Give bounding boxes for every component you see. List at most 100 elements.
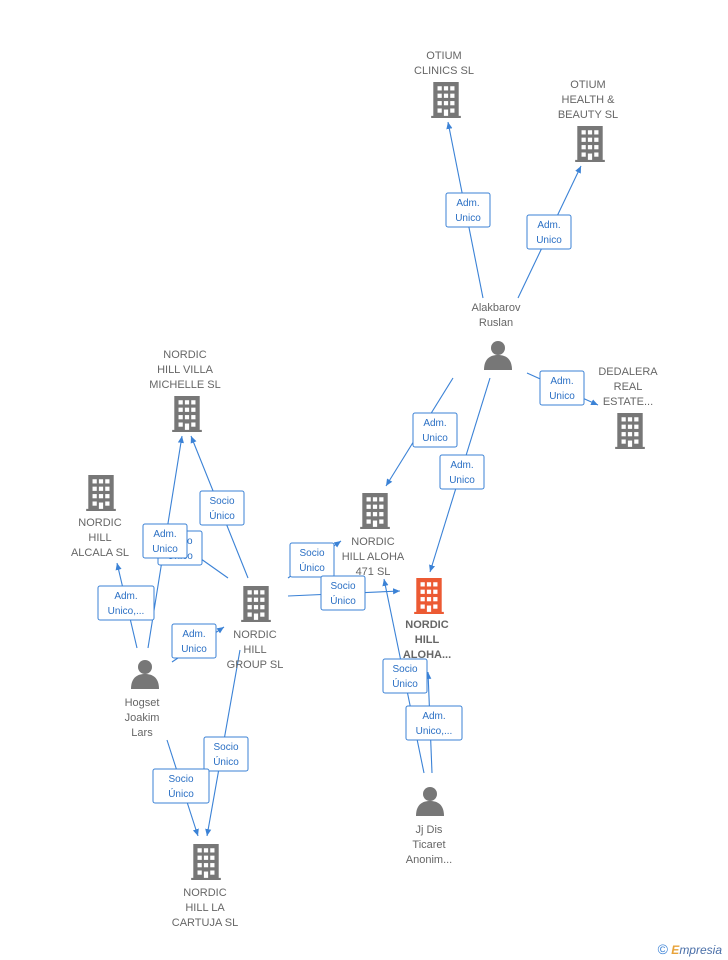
relation-box xyxy=(445,192,491,228)
relation-text: Único xyxy=(392,677,418,690)
relation-label-r16[interactable]: Adm. Unico,... xyxy=(405,705,463,741)
node-label-line: Alakbarov xyxy=(472,302,521,314)
node-label-line: HILL VILLA xyxy=(157,364,214,376)
brand-initial: E xyxy=(671,943,680,957)
node-label-line: ALOHA... xyxy=(403,649,451,661)
brand-name: mpresia xyxy=(679,943,722,957)
node-label-line: CLINICS SL xyxy=(414,65,474,77)
relation-text: Socio xyxy=(299,548,324,559)
relation-box xyxy=(382,658,428,694)
building-icon xyxy=(241,586,271,622)
person-node-jjdis[interactable]: Jj DisTicaretAnonim... xyxy=(406,787,452,866)
relation-text: Socio xyxy=(330,581,355,592)
relation-box xyxy=(320,575,366,611)
node-label-line: NORDIC xyxy=(183,887,226,899)
relation-text: Adm. xyxy=(550,376,573,387)
nodes-layer: OTIUM CLINICS SL OTIUM HEALTH & BEAUTY SL Ala… xyxy=(71,50,658,929)
node-label-line: NORDIC xyxy=(351,536,394,548)
relation-box xyxy=(152,768,210,804)
company-node-aloha471[interactable]: NORDIC HILL ALOHA 471 SL xyxy=(342,493,405,578)
relation-text: Único xyxy=(209,509,235,522)
relation-label-r1[interactable]: Adm. Unico xyxy=(445,192,491,228)
node-label-line: HEALTH & xyxy=(562,94,616,106)
node-label-line: HILL xyxy=(415,634,440,646)
relation-label-r12[interactable]: Adm.Unico xyxy=(171,623,217,659)
relation-text: Adm. xyxy=(423,418,446,429)
relation-text: Unico,... xyxy=(416,726,453,737)
node-label-line: MICHELLE SL xyxy=(149,379,221,391)
relation-text: Adm. xyxy=(422,711,445,722)
relation-box xyxy=(289,542,335,578)
relations-layer: Adm.UnicoAdm.UnicoAdm.UnicoAdm.UnicoAdm.… xyxy=(97,192,585,804)
node-label-line: NORDIC xyxy=(78,517,121,529)
relation-box xyxy=(142,523,188,559)
relation-label-r9[interactable]: Adm. Unico,... xyxy=(97,585,155,621)
edges-layer xyxy=(115,121,599,837)
relation-label-r4[interactable]: Adm.Unico xyxy=(412,412,458,448)
relation-text: Único xyxy=(330,594,356,607)
relation-label-r8[interactable]: Adm. Unico xyxy=(142,523,188,559)
node-label-line: GROUP SL xyxy=(227,659,284,671)
node-label-line: 471 SL xyxy=(356,566,391,578)
relation-text: Unico xyxy=(152,544,178,555)
relation-box xyxy=(97,585,155,621)
node-label-line: CARTUJA SL xyxy=(172,917,238,929)
node-label-line: Joakim xyxy=(125,712,160,724)
relation-label-r5[interactable]: Adm.Unico xyxy=(439,454,485,490)
node-label-line: HILL xyxy=(88,532,111,544)
company-node-otium-health[interactable]: OTIUM HEALTH & BEAUTY SL xyxy=(558,79,618,162)
building-icon xyxy=(172,396,202,432)
relation-text: Adm. xyxy=(153,529,176,540)
company-node-cartuja[interactable]: NORDIC HILL LA CARTUJA SL xyxy=(172,844,238,929)
relation-box xyxy=(412,412,458,448)
company-node-aloha-main[interactable]: NORDIC HILL ALOHA... xyxy=(403,578,451,661)
node-label-line: OTIUM xyxy=(570,79,605,91)
node-label-line: NORDIC xyxy=(405,619,448,631)
node-label-line: HILL ALOHA xyxy=(342,551,405,563)
building-icon xyxy=(191,844,221,880)
node-label-line: DEDALERA xyxy=(598,366,658,378)
person-icon xyxy=(131,660,159,689)
node-label-line: Hogset xyxy=(125,697,160,709)
relation-box xyxy=(526,214,572,250)
node-label-line: Lars xyxy=(131,727,153,739)
relation-text: Unico,... xyxy=(108,606,145,617)
copyright-icon: © xyxy=(657,941,668,957)
person-icon xyxy=(484,341,512,370)
node-label-line: HILL xyxy=(243,644,266,656)
relation-label-r2[interactable]: Adm.Unico xyxy=(526,214,572,250)
company-node-alcala[interactable]: NORDIC HILL ALCALA SL xyxy=(71,475,129,559)
node-label-line: OTIUM xyxy=(426,50,461,62)
node-label-line: HILL LA xyxy=(185,902,225,914)
company-node-otium-clinics[interactable]: OTIUM CLINICS SL xyxy=(414,50,474,118)
empresia-watermark: © Empresia xyxy=(658,941,722,957)
relation-text: Adm. xyxy=(537,220,560,231)
relation-box xyxy=(539,370,585,406)
relation-text: Adm. xyxy=(456,198,479,209)
relation-box xyxy=(171,623,217,659)
relation-text: Socio xyxy=(213,742,238,753)
relation-label-r3[interactable]: Adm.Unico xyxy=(539,370,585,406)
node-label-line: REAL xyxy=(614,381,643,393)
node-label-line: BEAUTY SL xyxy=(558,109,618,121)
building-icon xyxy=(615,413,645,449)
relation-text: Único xyxy=(299,561,325,574)
relation-text: Unico xyxy=(455,213,481,224)
node-label-line: ALCALA SL xyxy=(71,547,129,559)
relation-text: Adm. xyxy=(114,591,137,602)
company-node-dedalera[interactable]: DEDALERAREALESTATE... xyxy=(598,366,658,449)
building-icon xyxy=(575,126,605,162)
node-label-line: Ticaret xyxy=(412,839,445,851)
relation-text: Unico xyxy=(449,475,475,486)
